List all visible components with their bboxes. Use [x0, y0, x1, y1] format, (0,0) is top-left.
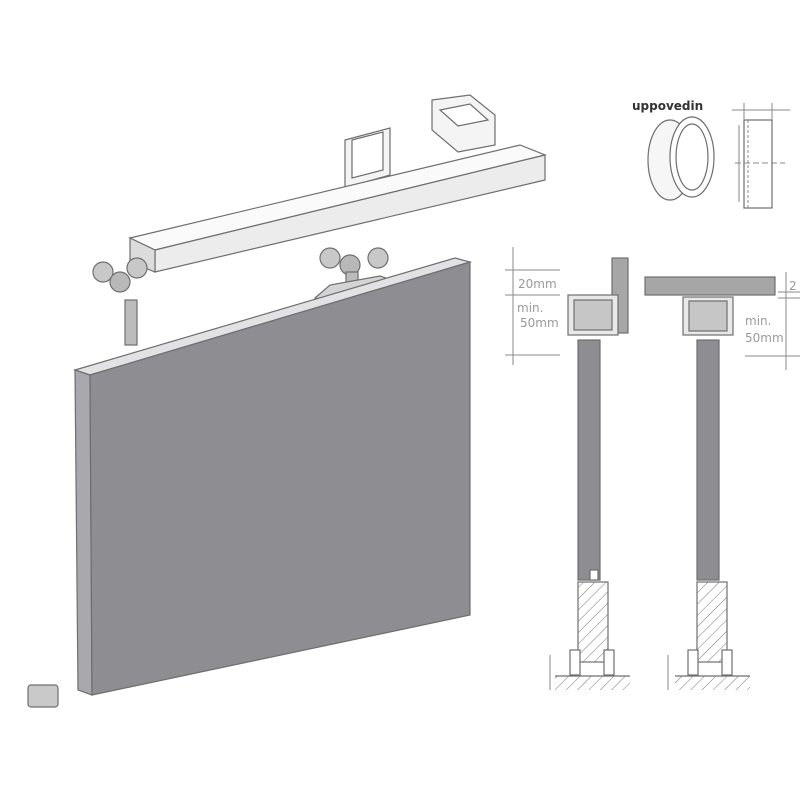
track-rail	[128, 144, 547, 273]
rail-bracket-right	[431, 94, 496, 153]
dim-20mm: 20mm	[518, 277, 557, 291]
dim-50mm: 50mm	[520, 316, 559, 330]
finger-pull-detail: uppovedin	[632, 99, 790, 209]
door-panel	[72, 257, 473, 696]
rail-bracket-left	[344, 127, 391, 189]
dim-min-label: min.	[517, 301, 543, 315]
finger-pull-label: uppovedin	[632, 99, 703, 113]
floor-guide	[27, 684, 59, 708]
section-ceiling-mount: 2 min. 50mm	[644, 272, 800, 690]
section-wall-mount: 20mm min. 50mm	[505, 247, 630, 690]
dim-2: 2	[789, 279, 797, 293]
dim-min-label-right: min.	[745, 314, 771, 328]
dim-50mm-right: 50mm	[745, 331, 784, 345]
